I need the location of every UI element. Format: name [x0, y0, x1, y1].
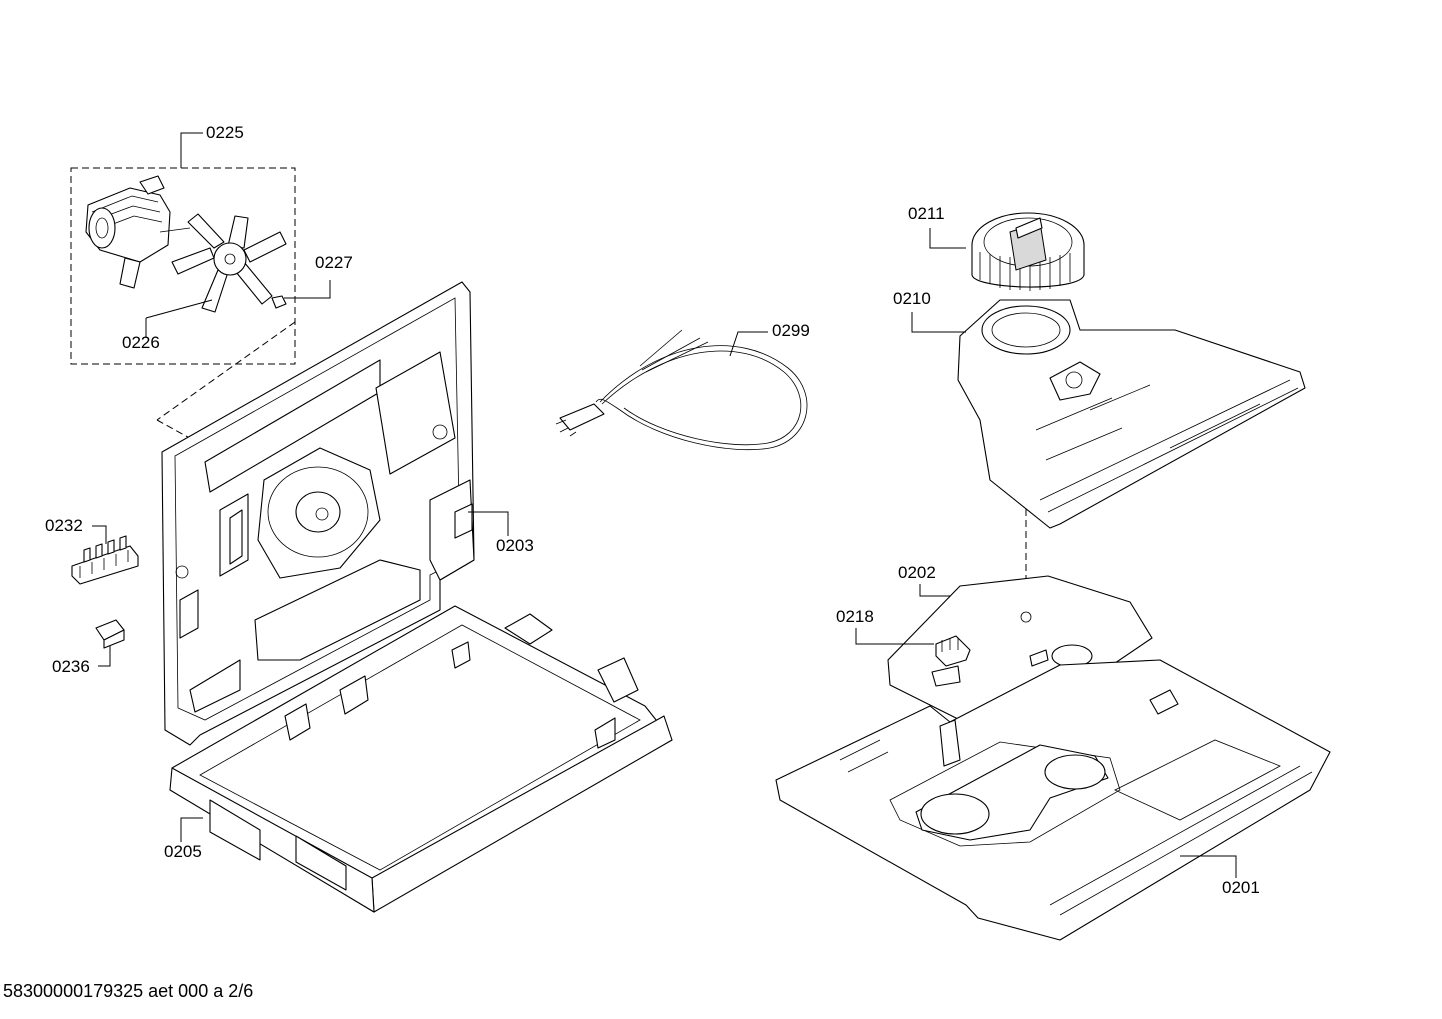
callout-0226[interactable]: 0226	[122, 333, 160, 352]
fan-housing	[957, 299, 1306, 529]
callout-0201[interactable]: 0201	[1222, 878, 1260, 897]
drawing-reference-footer: 58300000179325 aet 000 a 2/6	[3, 981, 254, 1001]
terminal-block	[71, 535, 139, 585]
callout-0299[interactable]: 0299	[772, 321, 810, 340]
fan-nut	[271, 295, 287, 309]
power-cable	[555, 329, 808, 451]
callout-0203[interactable]: 0203	[496, 536, 534, 555]
callout-0232[interactable]: 0232	[45, 516, 83, 535]
callout-0218[interactable]: 0218	[836, 607, 874, 626]
fan-motor-assembly-group	[70, 132, 331, 365]
callout-0227[interactable]: 0227	[315, 253, 353, 272]
bottom-frame	[169, 605, 673, 913]
callout-0225[interactable]: 0225	[206, 123, 244, 142]
thermal-switch	[935, 635, 971, 667]
small-switch	[95, 619, 125, 649]
fan-wheel	[171, 213, 287, 313]
cooling-fan	[971, 212, 1085, 291]
rear-wall-panel	[161, 281, 475, 746]
callout-0236[interactable]: 0236	[52, 657, 90, 676]
callout-0211[interactable]: 0211	[908, 204, 945, 223]
callout-0210[interactable]: 0210	[893, 289, 931, 308]
callout-0202[interactable]: 0202	[898, 563, 936, 582]
fan-motor	[85, 175, 191, 289]
base-plate	[775, 659, 1331, 941]
callout-0205[interactable]: 0205	[164, 842, 202, 861]
